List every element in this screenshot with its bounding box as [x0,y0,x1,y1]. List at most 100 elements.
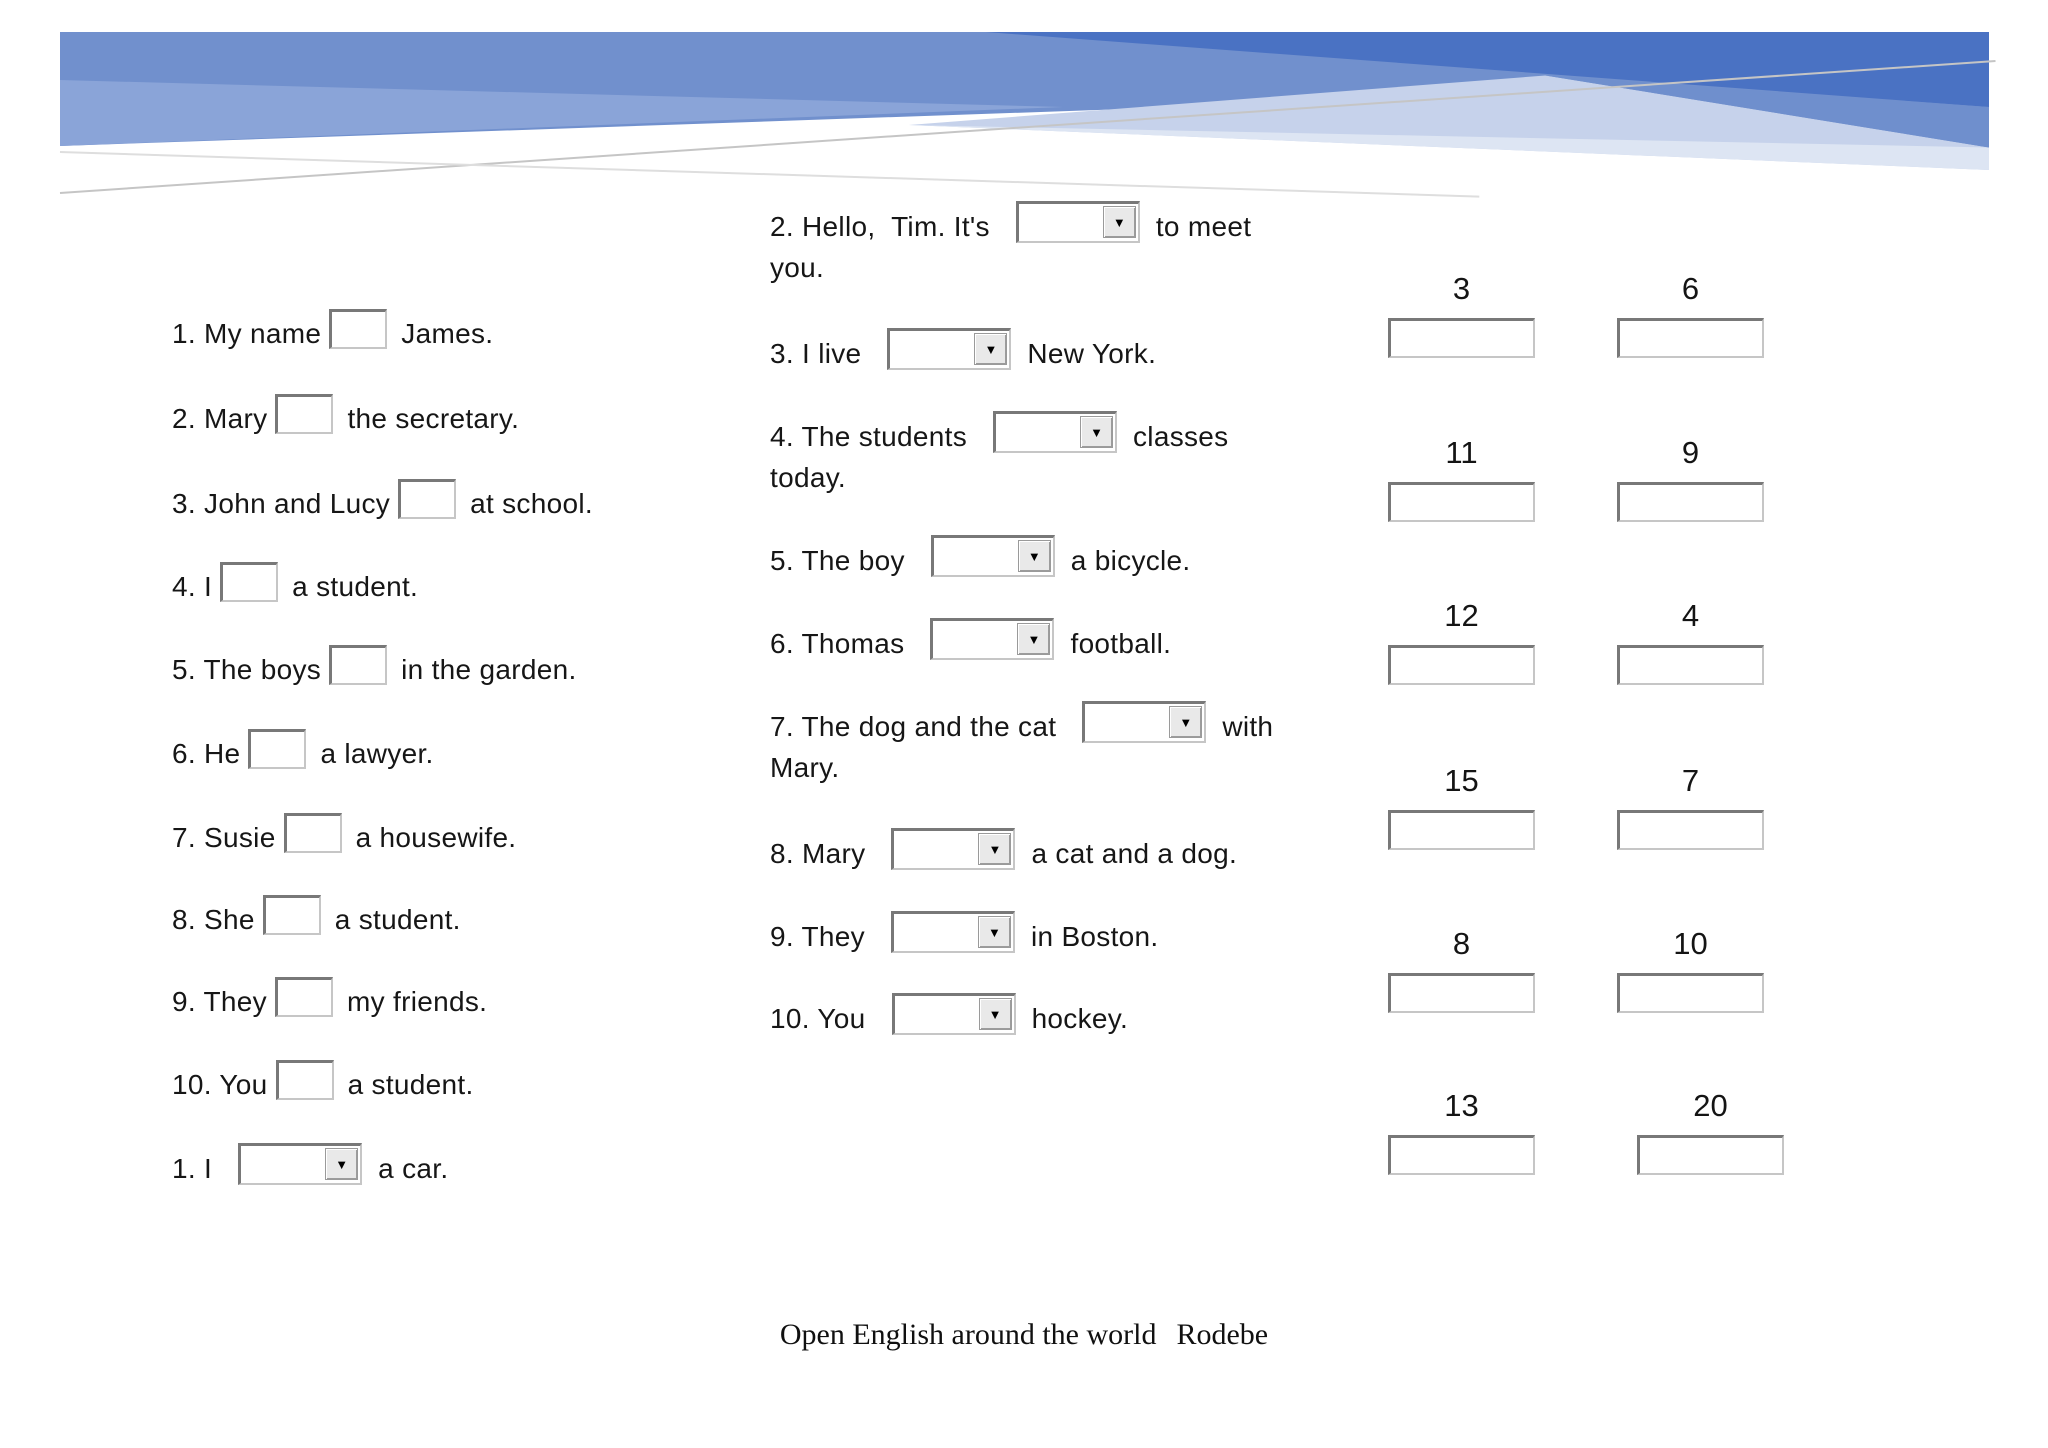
answer-input[interactable] [1388,1135,1535,1175]
answer-input[interactable] [1388,318,1535,358]
answer-cell: 11 [1388,436,1535,522]
sentence-pre: 3. I live [770,338,862,369]
fill-sentence-row: 4. I a student. [172,562,418,607]
answer-dropdown[interactable]: ▼ [238,1143,363,1185]
fill-blank-input[interactable] [329,645,388,685]
dropdown-arrow-icon: ▼ [988,1006,1002,1022]
answer-number-label: 6 [1681,271,1700,306]
answer-input[interactable] [1388,810,1535,850]
answer-cell: 8 [1388,927,1535,1013]
sentence-pre: 8. She [172,904,255,935]
dropdown-button[interactable]: ▼ [1169,706,1203,738]
sentence-post: in Boston. [1030,921,1159,952]
sentence-post: classes [1133,421,1229,452]
sentence-pre: 7. The dog and the cat [770,711,1057,742]
sentence-pre: 9. They [172,986,267,1017]
sentence-pre: 2. Hello, Tim. It's [770,211,990,242]
dropdown-sentence-row: 10. You ▼ hockey. [770,993,1128,1039]
answer-dropdown[interactable]: ▼ [930,618,1055,660]
answer-dropdown[interactable]: ▼ [891,993,1016,1035]
dropdown-button[interactable]: ▼ [1080,416,1113,448]
sentence-pre: 1. I [172,1153,213,1184]
dropdown-button[interactable]: ▼ [978,833,1012,865]
footer-brand: Rodebe [1176,1318,1269,1351]
sentence-pre: 10. You [770,1003,866,1034]
answer-cell: 6 [1617,272,1764,358]
answer-input[interactable] [1637,1135,1784,1175]
dropdown-button[interactable]: ▼ [974,333,1008,365]
sentence-pre: 8. Mary [770,838,866,869]
answer-input[interactable] [1388,645,1535,685]
sentence-post: at school. [470,488,593,519]
fill-blank-input[interactable] [274,977,333,1017]
answer-input[interactable] [1617,482,1764,522]
dropdown-sentence-row: 7. The dog and the cat ▼ with Mary. [770,701,1273,789]
dropdown-button[interactable]: ▼ [978,998,1012,1030]
sentence-pre: 10. You [172,1069,268,1100]
sentence-post: a lawyer. [320,738,434,769]
sentence-post: James. [401,318,494,349]
dropdown-button[interactable]: ▼ [325,1148,359,1180]
answer-cell: 12 [1388,599,1535,685]
answer-input[interactable] [1617,973,1764,1013]
sentence-pre: 1. My name [172,318,322,349]
decorative-banner [59,32,1996,198]
sentence-post: to meet [1155,211,1252,242]
answer-input[interactable] [1617,318,1764,358]
answer-input[interactable] [1388,482,1535,522]
dropdown-arrow-icon: ▼ [1027,631,1041,647]
fill-blank-input[interactable] [275,394,334,434]
answer-cell: 4 [1617,599,1764,685]
answer-dropdown[interactable]: ▼ [1015,201,1140,243]
sentence-post: New York. [1027,338,1157,369]
answer-dropdown[interactable]: ▼ [887,328,1012,370]
answer-number-label: 12 [1444,598,1479,633]
fill-sentence-row: 3. John and Lucy at school. [172,479,593,524]
fill-blank-input[interactable] [262,895,321,935]
dropdown-sentence-row: 1. I ▼ a car. [172,1143,448,1189]
fill-blank-input[interactable] [329,309,388,349]
sentence-pre: 5. The boys [172,654,322,685]
sentence-pre: 4. The students [770,421,967,452]
dropdown-sentence-row: 3. I live ▼ New York. [770,328,1156,374]
dropdown-button[interactable]: ▼ [1017,540,1051,572]
answer-cell: 13 [1388,1089,1535,1175]
answer-cell: 20 [1637,1089,1784,1175]
answer-number-label: 11 [1445,435,1478,470]
dropdown-sentence-row: 4. The students ▼ classes today. [770,411,1228,499]
answer-dropdown[interactable]: ▼ [993,411,1117,453]
dropdown-arrow-icon: ▼ [1112,214,1126,230]
fill-blank-input[interactable] [220,562,279,602]
answer-number-label: 8 [1452,926,1471,961]
answer-dropdown[interactable]: ▼ [930,535,1055,577]
sentence-post: a housewife. [355,822,517,853]
dropdown-button[interactable]: ▼ [1017,623,1051,655]
sentence-pre: 7. Susie [172,822,276,853]
dropdown-arrow-icon: ▼ [1179,714,1193,730]
fill-blank-input[interactable] [398,479,457,519]
sentence-pre: 4. I [172,571,213,602]
sentence-post: a student. [334,904,461,935]
answer-cell: 7 [1617,764,1764,850]
answer-input[interactable] [1388,973,1535,1013]
dropdown-button[interactable]: ▼ [977,916,1011,948]
answer-input[interactable] [1617,645,1764,685]
answer-number-label: 13 [1444,1088,1479,1123]
sentence-post: the secretary. [347,403,520,434]
fill-blank-input[interactable] [275,1060,334,1100]
dropdown-arrow-icon: ▼ [988,924,1001,940]
dropdown-sentence-row: 8. Mary ▼ a cat and a dog. [770,828,1237,874]
sentence-pre: 2. Mary [172,403,268,434]
fill-sentence-row: 9. They my friends. [172,977,487,1022]
answer-cell: 3 [1388,272,1535,358]
answer-dropdown[interactable]: ▼ [891,828,1016,870]
answer-dropdown[interactable]: ▼ [1082,701,1207,743]
fill-blank-input[interactable] [283,813,342,853]
dropdown-button[interactable]: ▼ [1102,206,1136,238]
sentence-line2: you. [770,252,825,283]
answer-input[interactable] [1617,810,1764,850]
fill-blank-input[interactable] [248,729,307,769]
answer-number-label: 3 [1452,271,1471,306]
sentence-pre: 5. The boy [770,545,905,576]
answer-dropdown[interactable]: ▼ [890,911,1015,953]
